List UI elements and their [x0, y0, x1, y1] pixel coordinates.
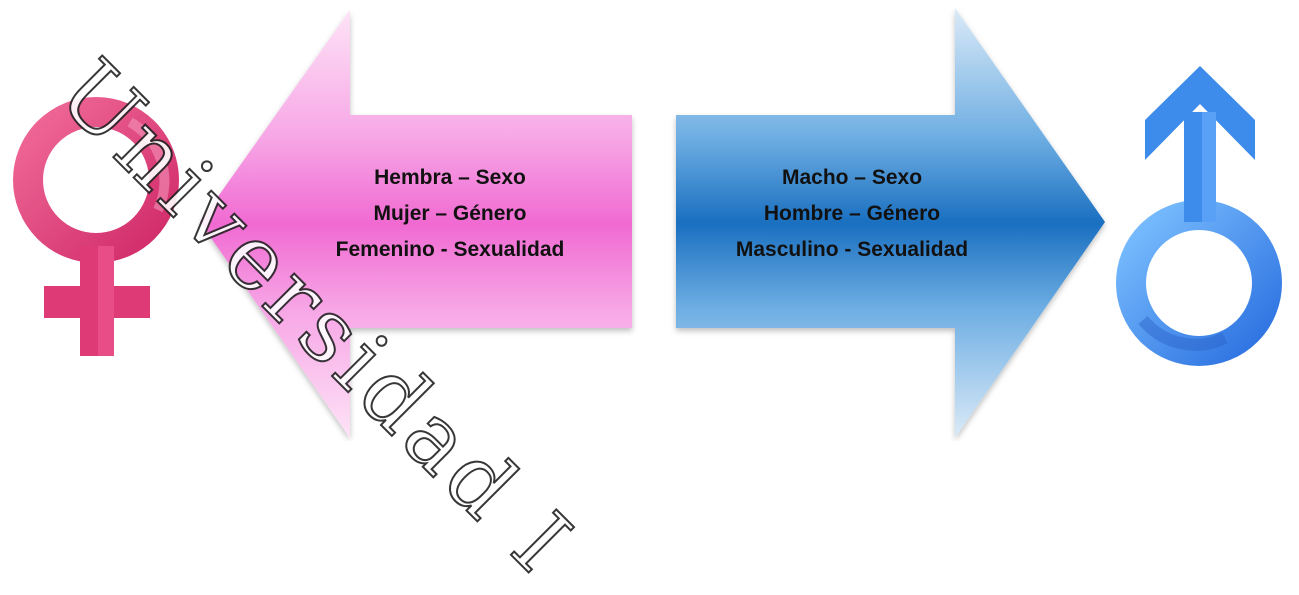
right-arrow-shape [676, 8, 1105, 438]
left-arrow-text: Hembra – Sexo Mujer – Género Femenino - … [280, 160, 620, 268]
left-line-genero: Mujer – Género [373, 202, 527, 225]
right-line-genero: Hombre – Género [763, 202, 941, 225]
right-line-sexo: Macho – Sexo [781, 166, 923, 189]
left-line-sexualidad: Femenino - Sexualidad [335, 238, 565, 261]
left-line-sexo: Hembra – Sexo [374, 166, 526, 189]
left-arrow-shape [200, 10, 632, 438]
male-symbol-icon [1116, 66, 1282, 366]
diagram-canvas [13, 8, 1282, 438]
female-symbol-icon [13, 97, 179, 356]
right-line-sexualidad: Masculino - Sexualidad [735, 238, 969, 261]
right-arrow-text: Macho – Sexo Hombre – Género Masculino -… [682, 160, 1022, 268]
